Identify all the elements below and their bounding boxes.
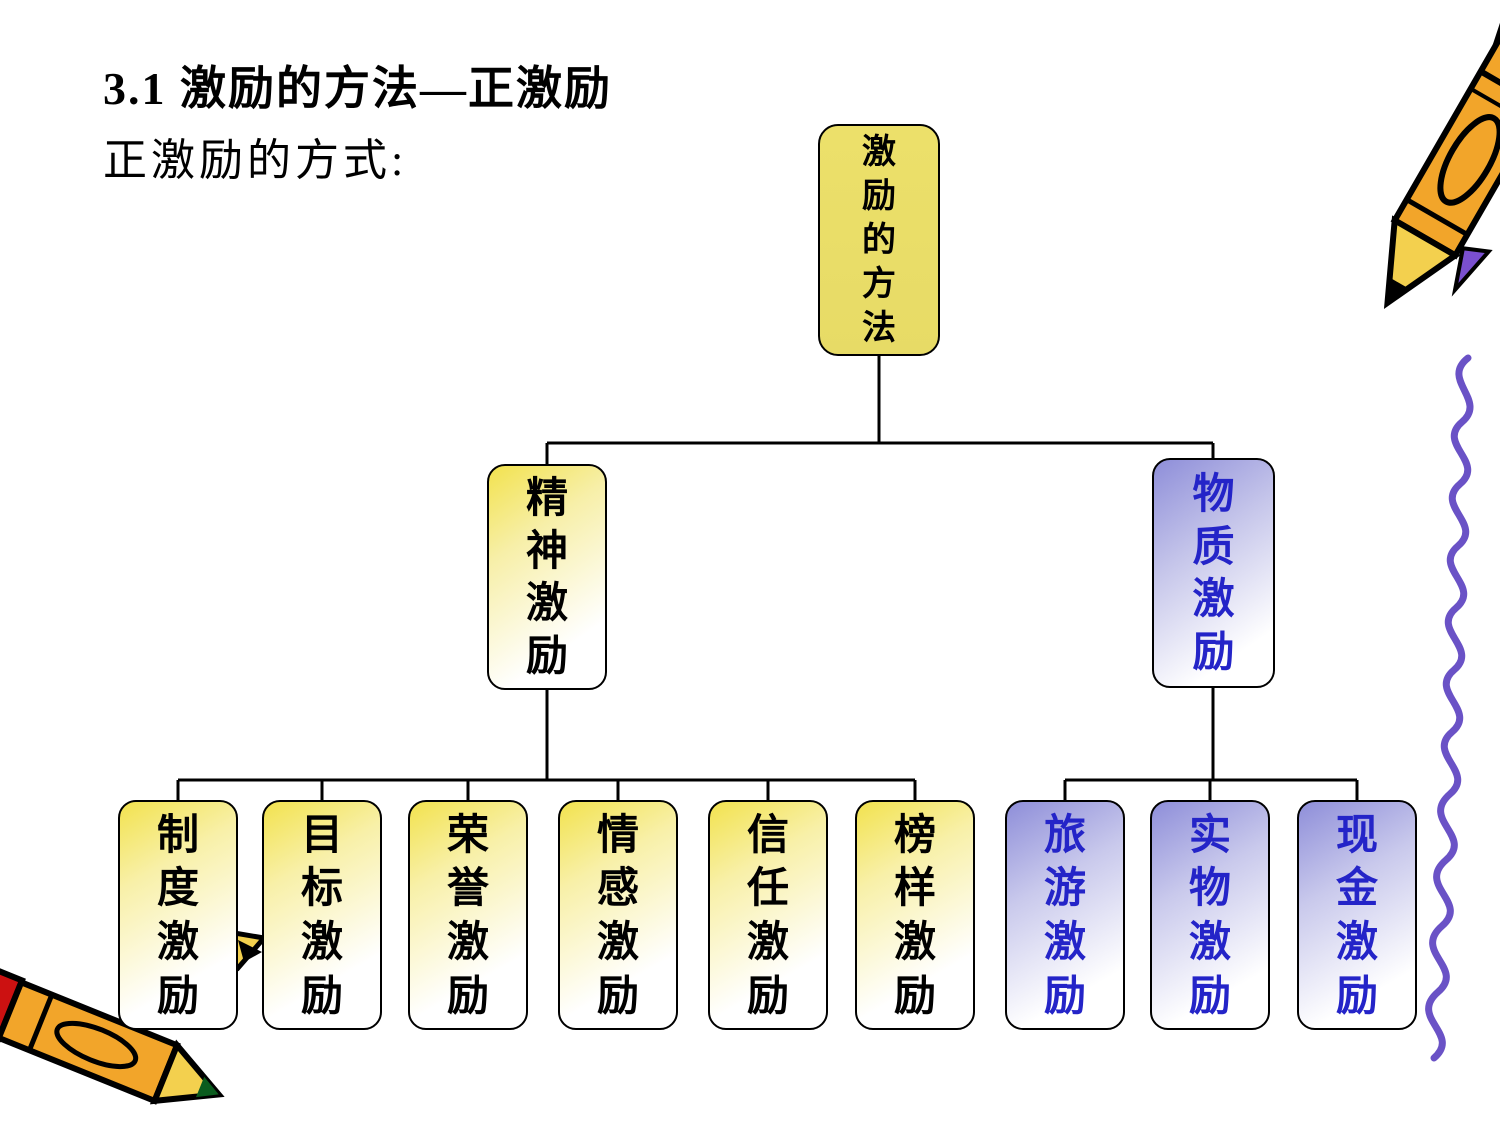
leaf-label: 旅游激励 xyxy=(1043,810,1086,1019)
node-spiritual-label: 精神激励 xyxy=(525,474,568,679)
pencil-clipart-top-right xyxy=(1383,0,1500,309)
leaf-label: 情感激励 xyxy=(596,810,639,1019)
node-root-label: 激励的方法 xyxy=(862,132,896,348)
node-root-motivation-methods: 激励的方法 xyxy=(818,124,940,356)
leaf-label: 目标激励 xyxy=(300,810,343,1019)
leaf-honor-incentive: 荣誉激励 xyxy=(408,800,528,1030)
leaf-label: 实物激励 xyxy=(1188,810,1231,1019)
leaf-institution-incentive: 制度激励 xyxy=(118,800,238,1030)
slide-subtitle: 正激励的方式: xyxy=(103,136,408,185)
leaf-travel-incentive: 旅游激励 xyxy=(1005,800,1125,1030)
leaf-label: 荣誉激励 xyxy=(446,810,489,1019)
node-spiritual-incentive: 精神激励 xyxy=(487,464,607,690)
leaf-label: 榜样激励 xyxy=(893,810,936,1019)
purple-squiggle-line xyxy=(1425,354,1474,1062)
slide-title: 3.1 激励的方法—正激励 xyxy=(103,63,612,114)
leaf-role-model-incentive: 榜样激励 xyxy=(855,800,975,1030)
leaf-emotion-incentive: 情感激励 xyxy=(558,800,678,1030)
node-material-label: 物质激励 xyxy=(1192,470,1235,675)
leaf-label: 制度激励 xyxy=(156,810,199,1019)
leaf-physical-goods-incentive: 实物激励 xyxy=(1150,800,1270,1030)
leaf-cash-incentive: 现金激励 xyxy=(1297,800,1417,1030)
leaf-label: 信任激励 xyxy=(746,810,789,1019)
leaf-goal-incentive: 目标激励 xyxy=(262,800,382,1030)
leaf-trust-incentive: 信任激励 xyxy=(708,800,828,1030)
leaf-label: 现金激励 xyxy=(1335,810,1378,1019)
node-material-incentive: 物质激励 xyxy=(1152,458,1275,688)
